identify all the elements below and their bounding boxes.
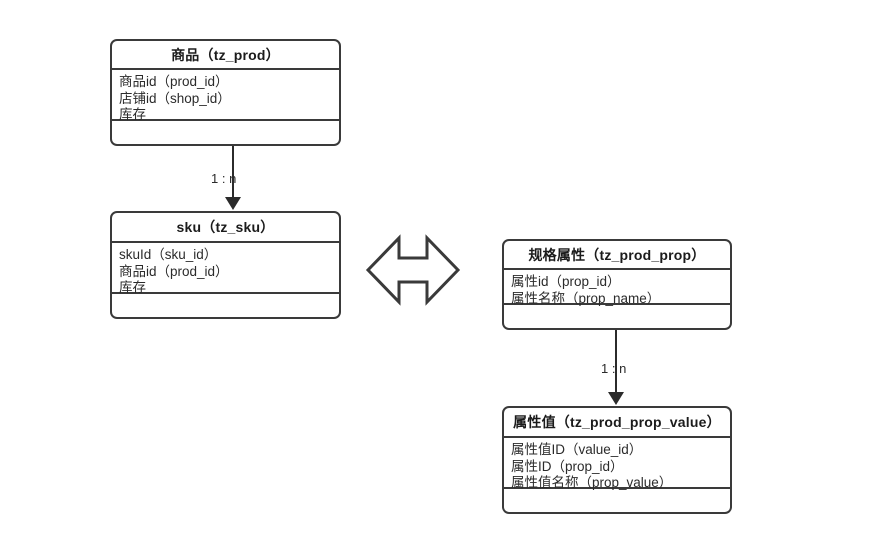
entity-fields-tz-prod-prop: 属性id（prop_id） 属性名称（prop_name）	[504, 270, 730, 306]
entity-box-tz-sku[interactable]: sku（tz_sku） skuId（sku_id） 商品id（prod_id） …	[110, 211, 341, 319]
entity-field: 属性名称（prop_name）	[511, 290, 661, 306]
entity-field: 属性id（prop_id）	[511, 274, 621, 289]
connector-line	[615, 330, 617, 393]
entity-box-tz-prod-prop[interactable]: 规格属性（tz_prod_prop） 属性id（prop_id） 属性名称（pr…	[502, 239, 732, 330]
connector-prop-to-prop-value	[607, 330, 625, 406]
double-headed-arrow-icon	[364, 234, 462, 306]
entity-title-tz-prod-prop: 规格属性（tz_prod_prop）	[504, 241, 730, 270]
entity-box-tz-prod-prop-value[interactable]: 属性值（tz_prod_prop_value） 属性值ID（value_id） …	[502, 406, 732, 514]
entity-field: 商品id（prod_id）	[119, 263, 229, 279]
entity-title-tz-sku: sku（tz_sku）	[112, 213, 339, 243]
entity-title-tz-prod-prop-value: 属性值（tz_prod_prop_value）	[504, 408, 730, 438]
connector-arrowhead	[608, 392, 624, 405]
entity-footer-tz-prod	[112, 121, 339, 144]
entity-footer-tz-sku	[112, 294, 339, 317]
entity-title-tz-prod: 商品（tz_prod）	[112, 41, 339, 70]
entity-field: skuId（sku_id）	[119, 247, 218, 262]
entity-field: 库存	[119, 107, 146, 122]
connector-label-prod-to-sku: 1 : n	[211, 171, 237, 186]
entity-fields-tz-sku: skuId（sku_id） 商品id（prod_id） 库存	[112, 243, 339, 295]
entity-field: 属性ID（prop_id）	[511, 458, 624, 474]
entity-fields-tz-prod-prop-value: 属性值ID（value_id） 属性ID（prop_id） 属性值名称（prop…	[504, 438, 730, 490]
entity-field: 商品id（prod_id）	[119, 74, 229, 89]
connector-label-prop-to-prop-value: 1 : n	[601, 361, 627, 376]
entity-footer-tz-prod-prop-value	[504, 489, 730, 512]
entity-fields-tz-prod: 商品id（prod_id） 店铺id（shop_id） 库存	[112, 70, 339, 122]
entity-field: 库存	[119, 280, 146, 295]
entity-box-tz-prod[interactable]: 商品（tz_prod） 商品id（prod_id） 店铺id（shop_id） …	[110, 39, 341, 146]
entity-field: 店铺id（shop_id）	[119, 90, 231, 106]
connector-arrowhead	[225, 197, 241, 210]
connector-line	[232, 146, 234, 198]
entity-field: 属性值ID（value_id）	[511, 442, 643, 457]
entity-footer-tz-prod-prop	[504, 305, 730, 328]
entity-field: 属性值名称（prop_value）	[511, 475, 673, 490]
connector-prod-to-sku	[224, 146, 242, 211]
